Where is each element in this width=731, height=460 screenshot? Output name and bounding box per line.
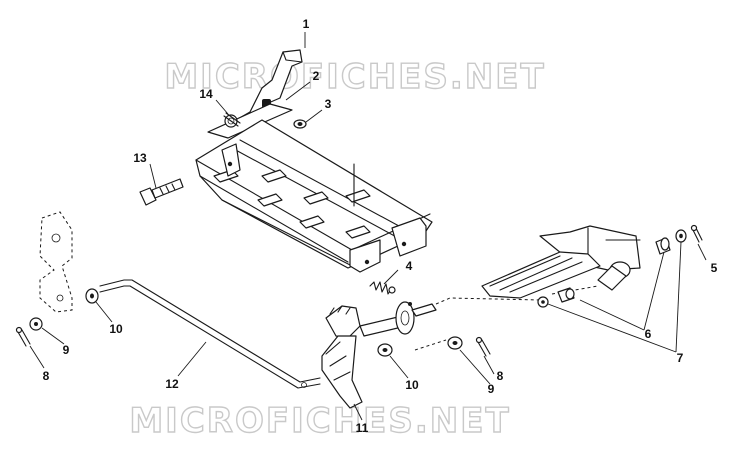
part-11-pedal xyxy=(321,301,437,409)
part-7-washer-upper xyxy=(675,229,687,243)
part-6-bushing-lower xyxy=(557,287,575,303)
callout-12: 12 xyxy=(165,377,179,391)
part-12-rod xyxy=(99,279,321,389)
part-14-spring xyxy=(223,112,241,128)
callout-9-left: 9 xyxy=(63,343,70,357)
part-6-bushing-upper xyxy=(655,237,671,255)
part-7-washer-lower xyxy=(537,296,549,308)
part-8-cotter-pin-left xyxy=(15,326,31,347)
part-9-washer-left xyxy=(29,317,43,331)
part-13-bolt xyxy=(139,178,184,206)
part-10-washer-right xyxy=(377,343,393,357)
callout-11: 11 xyxy=(356,421,369,435)
callout-13: 13 xyxy=(133,151,147,165)
right-footrest-assembly xyxy=(481,225,641,299)
callout-2: 2 xyxy=(313,69,320,83)
callout-10-right: 10 xyxy=(405,378,419,392)
floorboard-assembly xyxy=(195,119,433,273)
watermark-top: MICROFICHES.NET xyxy=(164,57,545,97)
callout-5: 5 xyxy=(711,261,718,275)
part-4-spring xyxy=(369,281,396,295)
part-9-washer-right xyxy=(447,336,463,350)
callout-9-right: 9 xyxy=(488,382,495,396)
callout-8-left: 8 xyxy=(43,369,50,383)
left-bracket-outline xyxy=(39,211,73,313)
part-10-washer-left xyxy=(85,288,99,304)
callout-7: 7 xyxy=(677,351,684,365)
callout-3: 3 xyxy=(325,97,332,111)
leader-lines xyxy=(29,32,707,421)
callout-1: 1 xyxy=(303,17,310,31)
callout-14: 14 xyxy=(199,87,213,101)
part-8-cotter-pin-right xyxy=(475,336,491,357)
part-3-nut xyxy=(293,119,307,129)
callout-4: 4 xyxy=(406,259,413,273)
part-5-pin xyxy=(690,224,703,243)
part-2-shim xyxy=(207,103,293,139)
callout-6: 6 xyxy=(645,327,652,341)
watermark-bottom: MICROFICHES.NET xyxy=(129,401,510,441)
callout-8-right: 8 xyxy=(497,369,504,383)
callout-10-left: 10 xyxy=(109,322,123,336)
